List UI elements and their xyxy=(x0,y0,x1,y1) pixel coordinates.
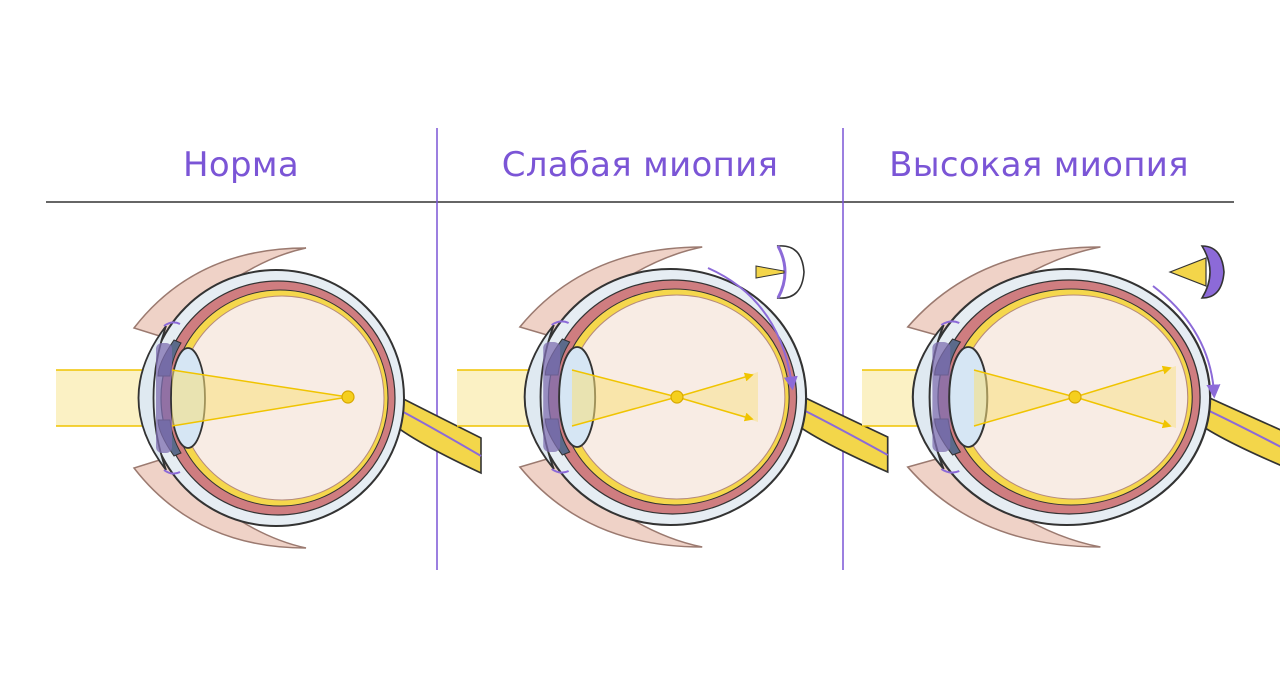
focal-point-high xyxy=(1068,390,1082,404)
eye-mild-myopia xyxy=(457,245,889,549)
elongation-arrow-high xyxy=(1152,285,1221,399)
concave-lens-strong-icon xyxy=(1168,245,1225,299)
focal-point-normal xyxy=(341,390,355,404)
panel-title-mild-myopia: Слабая миопия xyxy=(501,145,779,185)
eye-high-myopia xyxy=(862,245,1280,549)
eye-normal xyxy=(56,247,482,549)
concave-lens-icon xyxy=(755,245,805,299)
focal-point-mild xyxy=(670,390,684,404)
elongation-arrow-mild xyxy=(707,267,798,391)
panel-title-normal: Норма xyxy=(183,145,299,185)
panel-title-high-myopia: Высокая миопия xyxy=(889,145,1189,185)
